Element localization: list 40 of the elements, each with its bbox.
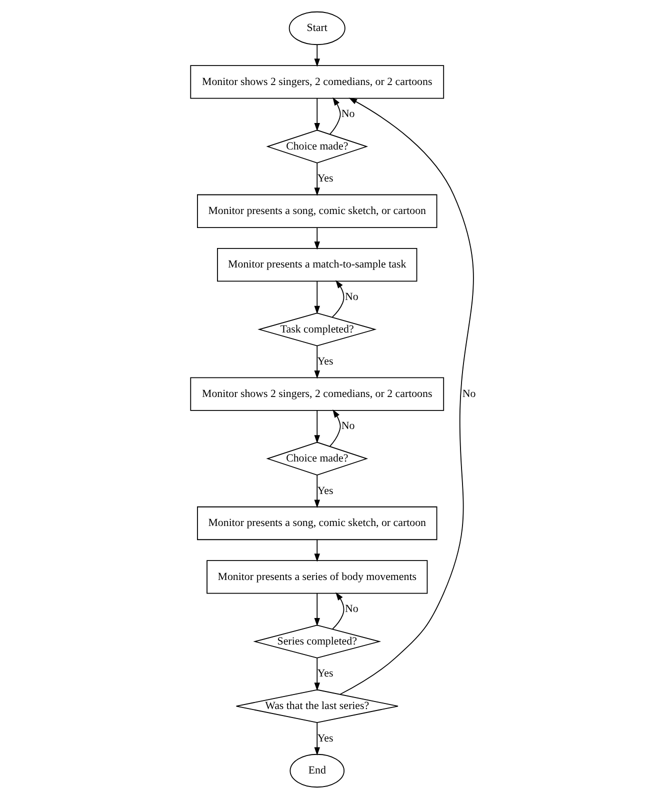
node-diamond: Series completed? [252, 624, 381, 658]
arrow [332, 592, 344, 630]
node-ellipse: End [289, 754, 344, 788]
arrow [314, 280, 320, 314]
arrow [314, 44, 320, 67]
edge-label: Yes [316, 356, 333, 368]
node-box: Monitor shows 2 singers, 2 comedians, or 2 cartoons [190, 65, 444, 99]
arrow [329, 97, 340, 135]
arrow [339, 98, 474, 695]
arrow [314, 539, 320, 562]
node-box: Monitor presents a match-to-sample task [216, 248, 417, 282]
arrow [314, 98, 320, 132]
edge-label: Yes [316, 484, 333, 497]
arrow [314, 345, 320, 379]
arrow [314, 227, 320, 250]
edge-label: Yes [316, 172, 333, 185]
arrow [314, 592, 320, 626]
node-box: Monitor presents a song, comic sketch, or cartoon [196, 506, 437, 540]
node-ellipse: Start [288, 11, 345, 46]
arrow [329, 409, 340, 447]
arrow [314, 474, 320, 508]
arrow [314, 722, 320, 756]
arrow [314, 162, 320, 196]
node-diamond: Choice made? [266, 130, 368, 164]
node-box: Monitor shows 2 singers, 2 comedians, or 2 cartoons [190, 377, 444, 411]
arrow [314, 410, 320, 444]
node-diamond: Task completed? [257, 312, 376, 346]
edge-label: No [340, 108, 354, 120]
node-diamond: Choice made? [266, 442, 368, 476]
edge-label: No [340, 420, 354, 432]
node-box: Monitor presents a series of body movements [206, 560, 428, 594]
edge-label: Yes [316, 732, 333, 744]
arrow [331, 280, 344, 318]
edge-label: Yes [316, 668, 333, 680]
edge-label: No [462, 388, 476, 400]
edge-label: No [344, 290, 358, 303]
arrow [314, 658, 320, 691]
edge-label: No [344, 603, 358, 616]
node-box: Monitor presents a song, comic sketch, or cartoon [196, 194, 437, 228]
node-diamond: Was that the last series? [235, 689, 398, 723]
